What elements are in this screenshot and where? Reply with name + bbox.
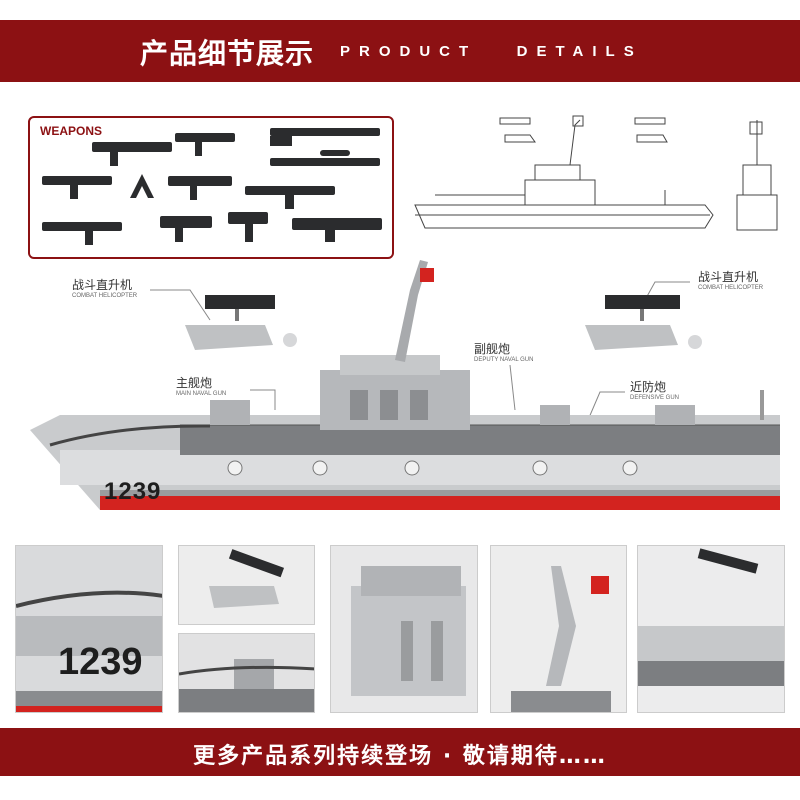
ship-railing	[180, 425, 780, 455]
header-title-cn: 产品细节展示	[140, 37, 315, 70]
helicopter-left	[185, 295, 297, 350]
header-title-en: PRODUCT DETAILS	[340, 43, 643, 60]
weapons-title: WEAPONS	[40, 124, 103, 138]
callout-deputy-gun: 副舰炮 DEPUTY NAVAL GUN	[474, 340, 533, 363]
detail-photo-heli	[178, 545, 315, 625]
helicopter-right	[585, 295, 702, 350]
callout-heli-left-cn: 战斗直升机	[72, 278, 133, 292]
blueprint-hull-side	[414, 204, 714, 229]
carbine-icon	[42, 176, 112, 185]
helicopter-rotor	[205, 295, 275, 309]
header-banner: 产品细节展示 PRODUCT DETAILS	[0, 20, 800, 82]
m4-icon	[42, 222, 122, 231]
main-gun-turret	[210, 400, 250, 425]
ship-model	[30, 260, 780, 510]
blueprint-drawings	[414, 115, 778, 231]
callout-defensive-gun: 近防炮 DEFENSIVE GUN	[630, 378, 679, 401]
assault-rifle-icon	[245, 186, 335, 195]
callout-heli-left-en: COMBAT HELICOPTER	[72, 293, 138, 299]
bipod-icon	[130, 174, 154, 198]
detail-photo-hull: 1239	[15, 545, 163, 713]
callout-main-gun-cn: 主舰炮	[176, 376, 213, 390]
callout-main-gun: 主舰炮 MAIN NAVAL GUN	[176, 374, 226, 397]
blueprint-front-view	[736, 194, 778, 231]
hull-number: 1239	[104, 478, 162, 505]
smg-icon	[175, 133, 235, 142]
footer-banner: 更多产品系列持续登场 · 敬请期待……	[0, 728, 800, 776]
detail-photo-mast	[490, 545, 627, 713]
callout-deputy-gun-en: DEPUTY NAVAL GUN	[474, 357, 534, 363]
weapons-panel: WEAPONS	[28, 116, 394, 259]
blueprint-heli-right	[634, 117, 666, 125]
helicopter-rotor	[605, 295, 680, 309]
blueprint-heli-left	[499, 117, 531, 125]
callout-deputy-gun-cn: 副舰炮	[474, 342, 511, 356]
uzi-icon	[228, 212, 268, 224]
shotgun-icon	[270, 128, 380, 136]
defensive-gun-turret	[655, 405, 695, 425]
heavy-rifle-icon	[292, 218, 382, 230]
callout-heli-left: 战斗直升机 COMBAT HELICOPTER	[72, 276, 137, 299]
hull-red-stripe	[100, 495, 780, 510]
mp5-icon	[168, 176, 232, 186]
rifle-icon	[92, 142, 172, 152]
detail-hull-number: 1239	[58, 641, 143, 683]
ship-flag	[420, 268, 434, 282]
deputy-gun-turret	[540, 405, 570, 425]
callout-main-gun-en: MAIN NAVAL GUN	[176, 391, 227, 397]
callout-defensive-gun-cn: 近防炮	[630, 380, 667, 394]
callout-heli-right-en: COMBAT HELICOPTER	[698, 285, 764, 291]
pdw-icon	[160, 216, 212, 228]
callout-heli-right: 战斗直升机 COMBAT HELICOPTER	[698, 268, 763, 291]
detail-photo-deck	[637, 545, 785, 713]
ship-mast	[395, 260, 428, 362]
footer-text: 更多产品系列持续登场 · 敬请期待……	[193, 744, 607, 769]
detail-photo-superstructure	[330, 545, 478, 713]
callout-defensive-gun-en: DEFENSIVE GUN	[630, 395, 680, 401]
callout-heli-right-cn: 战斗直升机	[698, 270, 759, 284]
sniper-rifle-icon	[270, 158, 380, 166]
weapons-illustration	[42, 128, 382, 245]
detail-photo-gun	[178, 633, 315, 713]
